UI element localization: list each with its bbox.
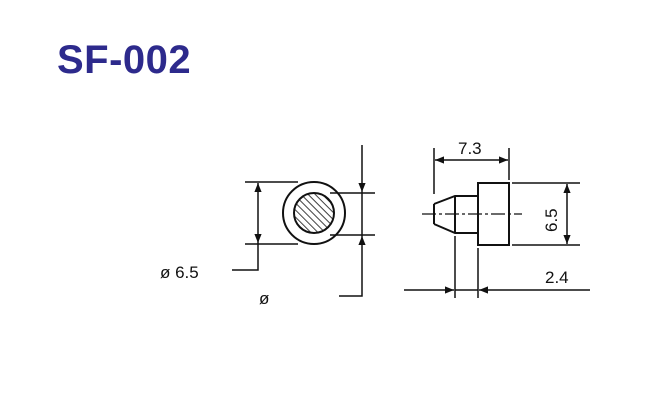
inner-diameter-label: ø bbox=[259, 289, 269, 308]
flange-label: 2.4 bbox=[545, 268, 569, 287]
diameter-leader bbox=[232, 243, 259, 271]
height-label: 6.5 bbox=[542, 208, 561, 232]
outer-diameter-label: ø 6.5 bbox=[160, 263, 199, 282]
front-view bbox=[232, 145, 375, 297]
outer-ring bbox=[282, 181, 346, 245]
part-number-title: SF-002 bbox=[57, 38, 192, 82]
length-label: 7.3 bbox=[458, 139, 482, 158]
hatched-core bbox=[293, 192, 335, 234]
side-view bbox=[404, 148, 590, 298]
inner-diameter-leader bbox=[339, 288, 363, 297]
